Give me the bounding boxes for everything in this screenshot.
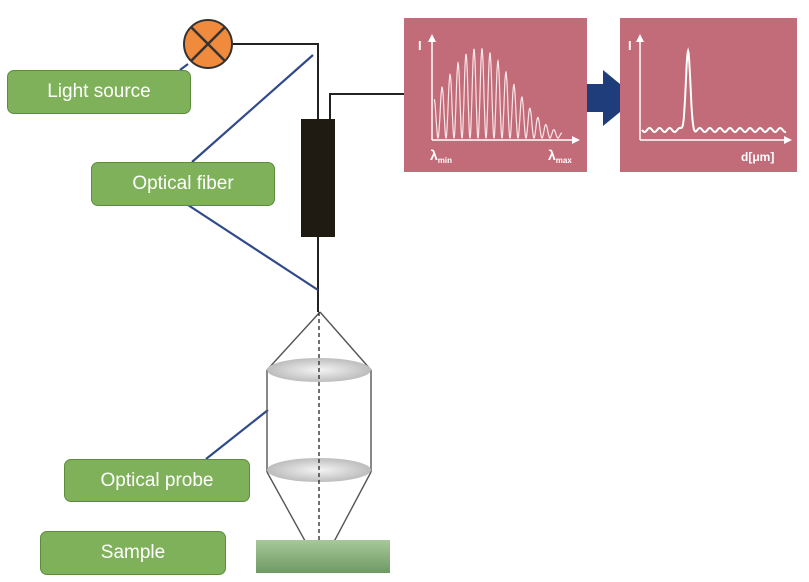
probe-pointer [205, 409, 269, 460]
signal-wires [233, 43, 405, 312]
label-pointer-lines [179, 54, 319, 460]
optical-probe-label: Optical probe [64, 459, 250, 502]
fiber-coupler [301, 119, 335, 237]
optical-fiber-label: Optical fiber [91, 162, 275, 206]
spectrum-plot: I λmin λmax [418, 34, 580, 165]
distance-plot: I d[μm] [628, 34, 792, 164]
fiber-lower-pointer [187, 204, 319, 291]
distance-panel: I d[μm] [620, 18, 797, 172]
light-source-label: Light source [7, 70, 191, 114]
peak-curve [641, 47, 787, 134]
coupler-to-spectrometer-wire [329, 93, 405, 120]
fiber-upper-pointer [191, 54, 314, 163]
lambda-min-label: λmin [430, 147, 452, 165]
lamp-to-coupler-wire [233, 43, 319, 120]
lamp-icon [183, 19, 233, 69]
spectrum-panel: I λmin λmax [404, 18, 587, 172]
distance-y-axis-label: I [628, 38, 632, 53]
sample-label: Sample [40, 531, 226, 575]
distance-x-axis-label: d[μm] [741, 150, 774, 164]
sample-surface [256, 540, 390, 573]
optical-probe [266, 311, 372, 569]
light-source-pointer [179, 63, 189, 71]
spectrum-y-axis-label: I [418, 38, 422, 53]
arrow-right-icon [575, 70, 637, 126]
lambda-max-label: λmax [548, 147, 572, 165]
interference-spectrum-curve [433, 48, 563, 139]
